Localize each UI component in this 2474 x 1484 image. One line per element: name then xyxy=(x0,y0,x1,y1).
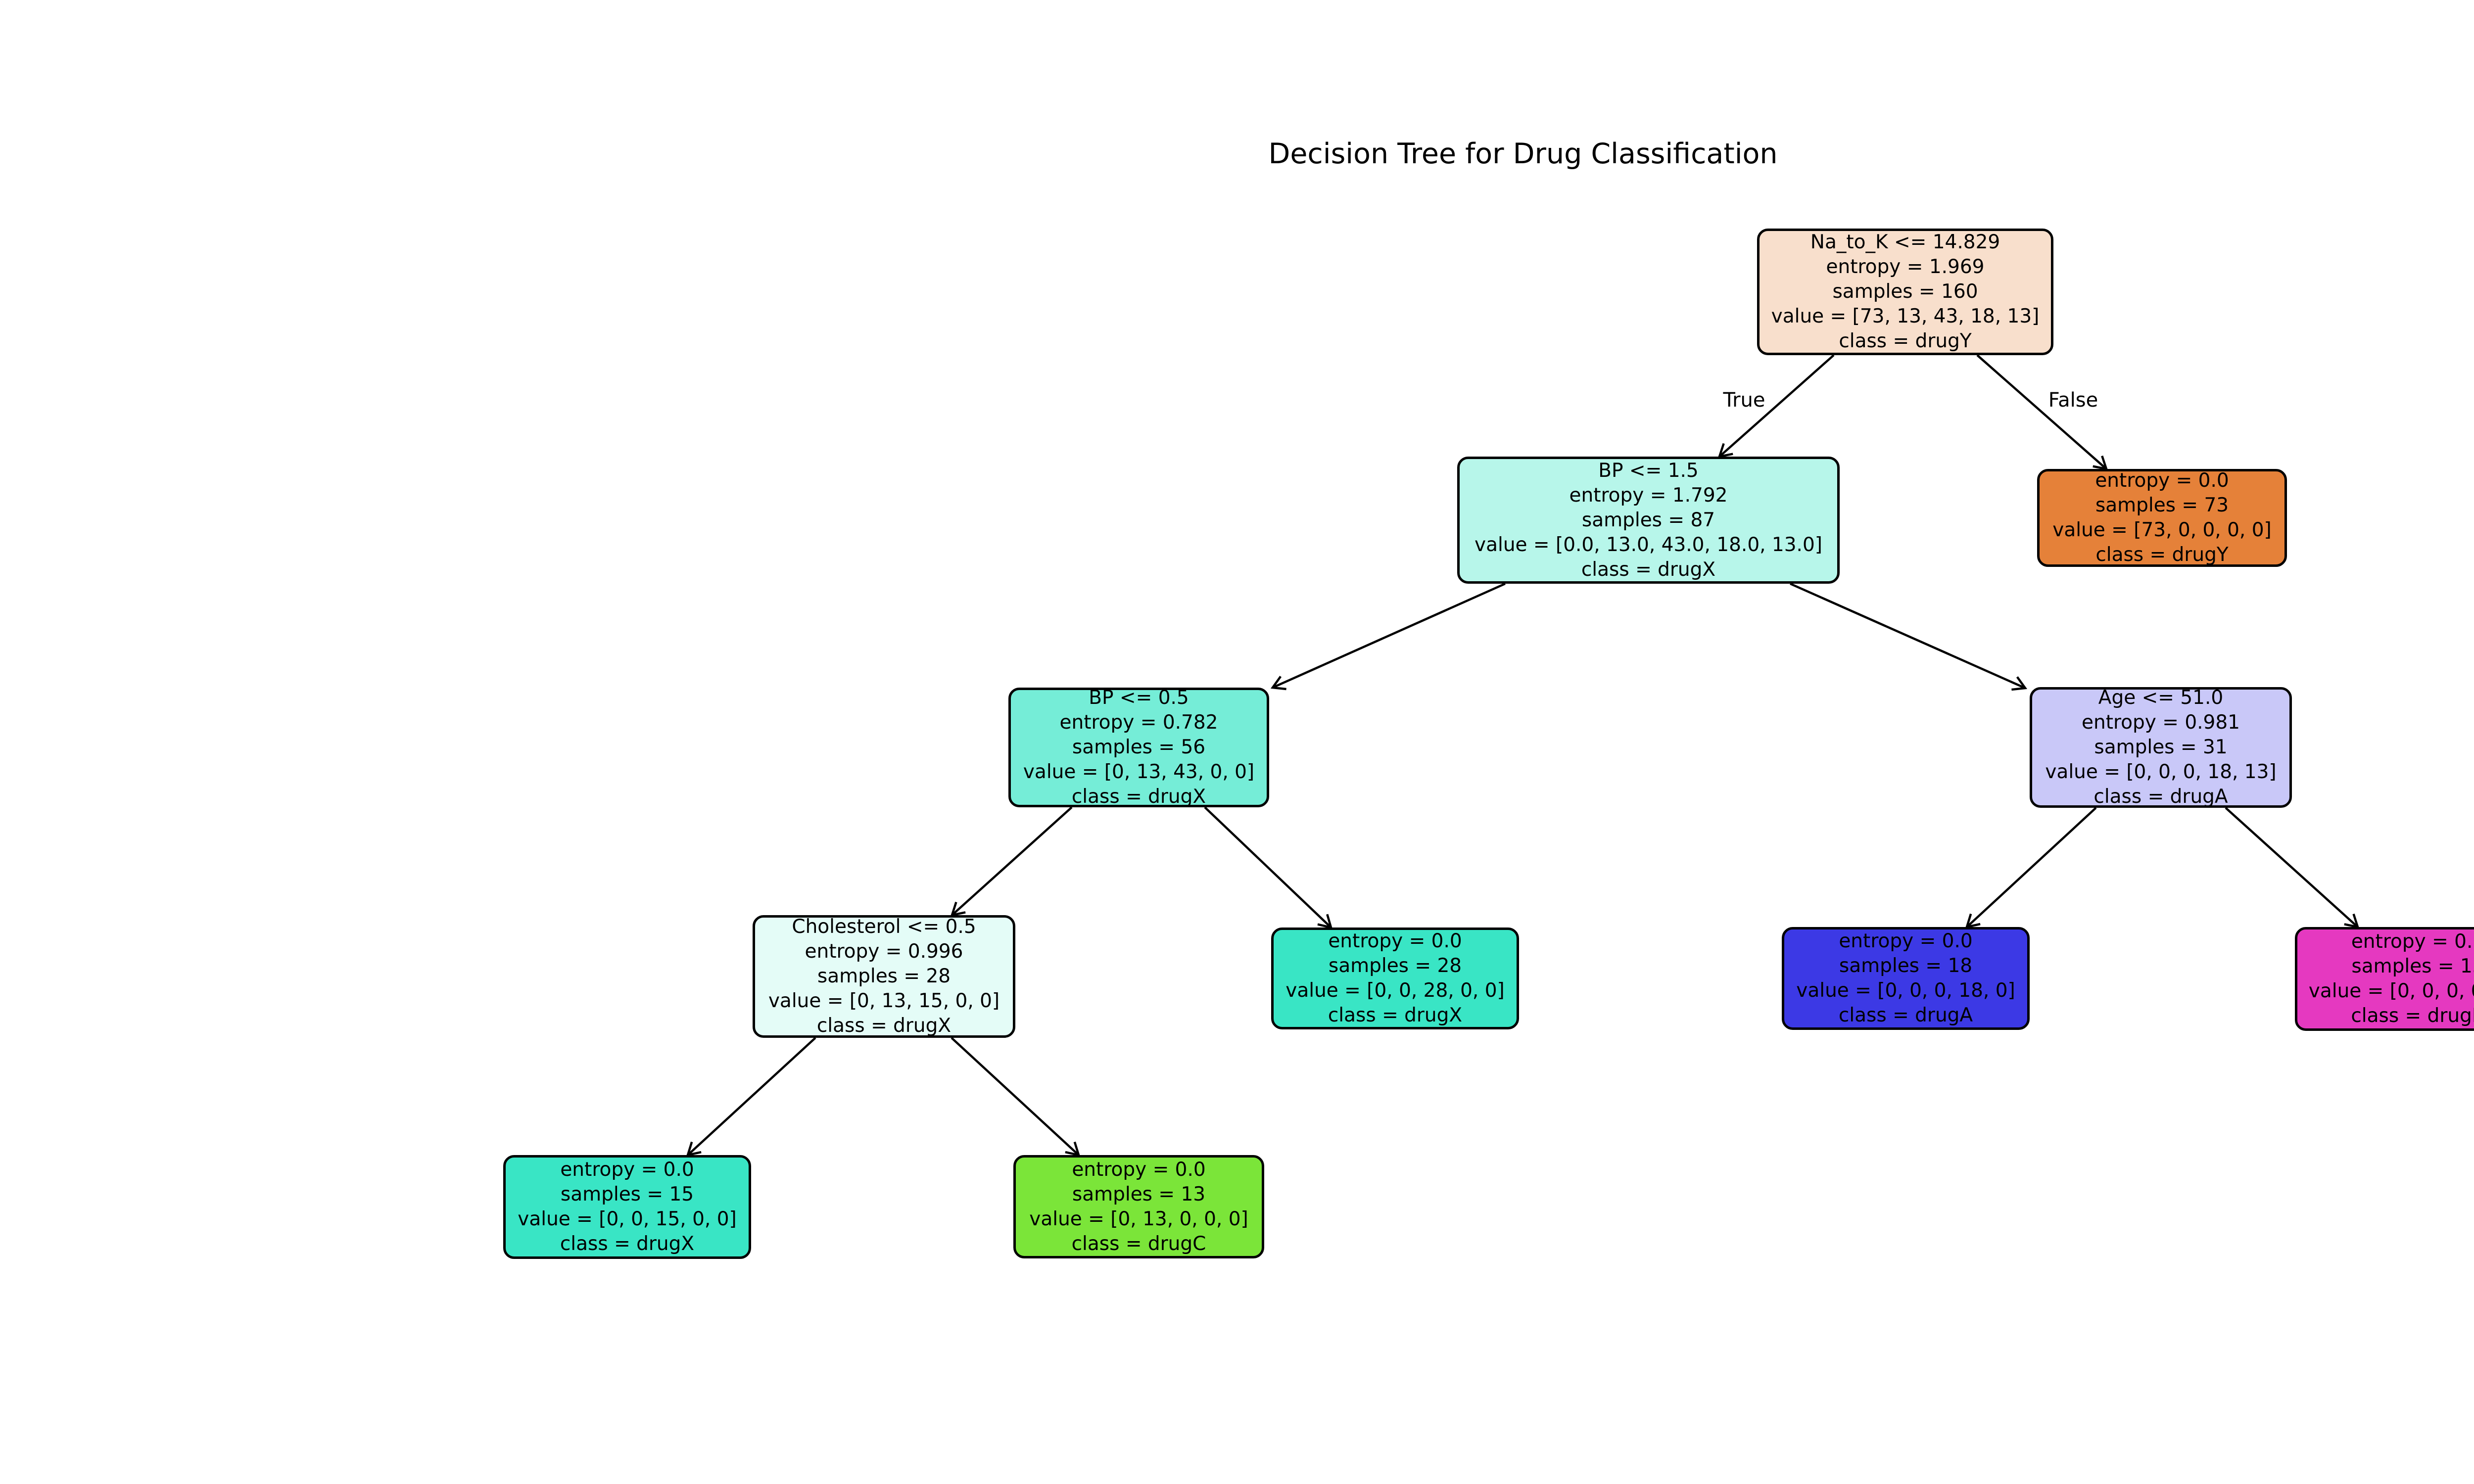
edge-bp05-right xyxy=(1204,806,1333,929)
node-entropy: entropy = 0.0 xyxy=(1839,930,1973,952)
node-class: class = drugX xyxy=(560,1233,695,1255)
edge-chol-left xyxy=(686,1037,816,1157)
node-value: value = [0, 13, 15, 0, 0] xyxy=(768,990,1000,1012)
node-class: class = drugA xyxy=(1838,1004,1973,1026)
edge-label-true: True xyxy=(1723,389,1765,412)
node-class: class = drugY xyxy=(1839,330,1972,352)
node-age-51: Age <= 51.0 entropy = 0.981 samples = 31… xyxy=(2030,687,2292,808)
node-condition: Na_to_K <= 14.829 xyxy=(1810,231,2000,253)
node-samples: samples = 28 xyxy=(1328,955,1462,977)
node-leaf-drugX-28: entropy = 0.0 samples = 28 value = [0, 0… xyxy=(1271,928,1519,1029)
node-entropy: entropy = 0.0 xyxy=(560,1159,694,1181)
node-condition: Age <= 51.0 xyxy=(2098,687,2224,709)
node-value: value = [73, 0, 0, 0, 0] xyxy=(2052,519,2272,541)
node-entropy: entropy = 1.969 xyxy=(1826,256,1985,278)
edge-root-true xyxy=(1717,354,1835,458)
node-bp-1-5: BP <= 1.5 entropy = 1.792 samples = 87 v… xyxy=(1457,457,1840,584)
node-samples: samples = 56 xyxy=(1072,736,1206,758)
node-value: value = [73, 13, 43, 18, 13] xyxy=(1771,305,2040,327)
node-value: value = [0, 13, 0, 0, 0] xyxy=(1029,1207,1248,1230)
node-samples: samples = 73 xyxy=(2095,494,2229,516)
edge-age-left xyxy=(1965,807,2097,929)
node-condition: BP <= 1.5 xyxy=(1598,459,1699,482)
node-value: value = [0, 0, 0, 0, 13] xyxy=(2308,980,2474,1002)
edge-root-false xyxy=(1976,354,2108,470)
node-class: class = drugA xyxy=(2093,786,2228,808)
node-class: class = drugY xyxy=(2095,544,2229,566)
node-leaf-drugB: entropy = 0.0 samples = 13 value = [0, 0… xyxy=(2295,927,2474,1031)
node-bp-0-5: BP <= 0.5 entropy = 0.782 samples = 56 v… xyxy=(1008,687,1269,808)
node-samples: samples = 13 xyxy=(1072,1183,1206,1206)
node-entropy: entropy = 0.0 xyxy=(2095,469,2229,492)
edge-age-right xyxy=(2225,807,2360,928)
node-class: class = drugX xyxy=(1328,1004,1463,1026)
node-value: value = [0, 13, 43, 0, 0] xyxy=(1023,761,1255,783)
node-samples: samples = 15 xyxy=(560,1183,694,1206)
node-entropy: entropy = 0.996 xyxy=(805,940,963,963)
node-value: value = [0.0, 13.0, 43.0, 18.0, 13.0] xyxy=(1475,533,1822,556)
node-samples: samples = 87 xyxy=(1581,509,1715,531)
node-value: value = [0, 0, 0, 18, 0] xyxy=(1796,979,2015,1002)
node-class: class = drugB xyxy=(2351,1005,2474,1027)
node-entropy: entropy = 0.0 xyxy=(1328,930,1462,952)
node-leaf-drugX-15: entropy = 0.0 samples = 15 value = [0, 0… xyxy=(503,1155,751,1259)
node-entropy: entropy = 1.792 xyxy=(1569,484,1728,507)
node-class: class = drugX xyxy=(816,1015,952,1037)
node-samples: samples = 31 xyxy=(2094,736,2228,758)
node-value: value = [0, 0, 28, 0, 0] xyxy=(1285,979,1505,1002)
node-condition: Cholesterol <= 0.5 xyxy=(792,916,976,938)
node-entropy: entropy = 0.0 xyxy=(1072,1158,1206,1181)
node-class: class = drugX xyxy=(1071,786,1206,808)
node-leaf-drugA: entropy = 0.0 samples = 18 value = [0, 0… xyxy=(1782,927,2030,1030)
node-leaf-drugC: entropy = 0.0 samples = 13 value = [0, 1… xyxy=(1013,1155,1264,1258)
node-samples: samples = 13 xyxy=(2351,955,2474,977)
node-value: value = [0, 0, 0, 18, 13] xyxy=(2045,761,2277,783)
node-samples: samples = 18 xyxy=(1839,955,1973,977)
node-entropy: entropy = 0.981 xyxy=(2082,711,2240,734)
node-entropy: entropy = 0.782 xyxy=(1059,711,1218,734)
edge-bp15-right xyxy=(1790,582,2028,691)
node-class: class = drugX xyxy=(1581,558,1716,581)
node-samples: samples = 28 xyxy=(817,965,951,987)
node-class: class = drugC xyxy=(1071,1232,1206,1255)
node-condition: BP <= 0.5 xyxy=(1089,687,1189,709)
edge-label-false: False xyxy=(2048,389,2098,412)
node-entropy: entropy = 0.0 xyxy=(2351,930,2474,953)
node-leaf-drugY: entropy = 0.0 samples = 73 value = [73, … xyxy=(2037,469,2287,567)
node-root: Na_to_K <= 14.829 entropy = 1.969 sample… xyxy=(1757,229,2053,355)
node-value: value = [0, 0, 15, 0, 0] xyxy=(518,1208,737,1230)
edge-bp05-left xyxy=(950,806,1073,917)
node-samples: samples = 160 xyxy=(1832,280,1978,303)
edge-bp15-left xyxy=(1270,582,1506,691)
figure-title: Decision Tree for Drug Classification xyxy=(1268,138,1778,170)
edge-chol-right xyxy=(951,1037,1081,1157)
node-cholesterol: Cholesterol <= 0.5 entropy = 0.996 sampl… xyxy=(753,915,1015,1038)
